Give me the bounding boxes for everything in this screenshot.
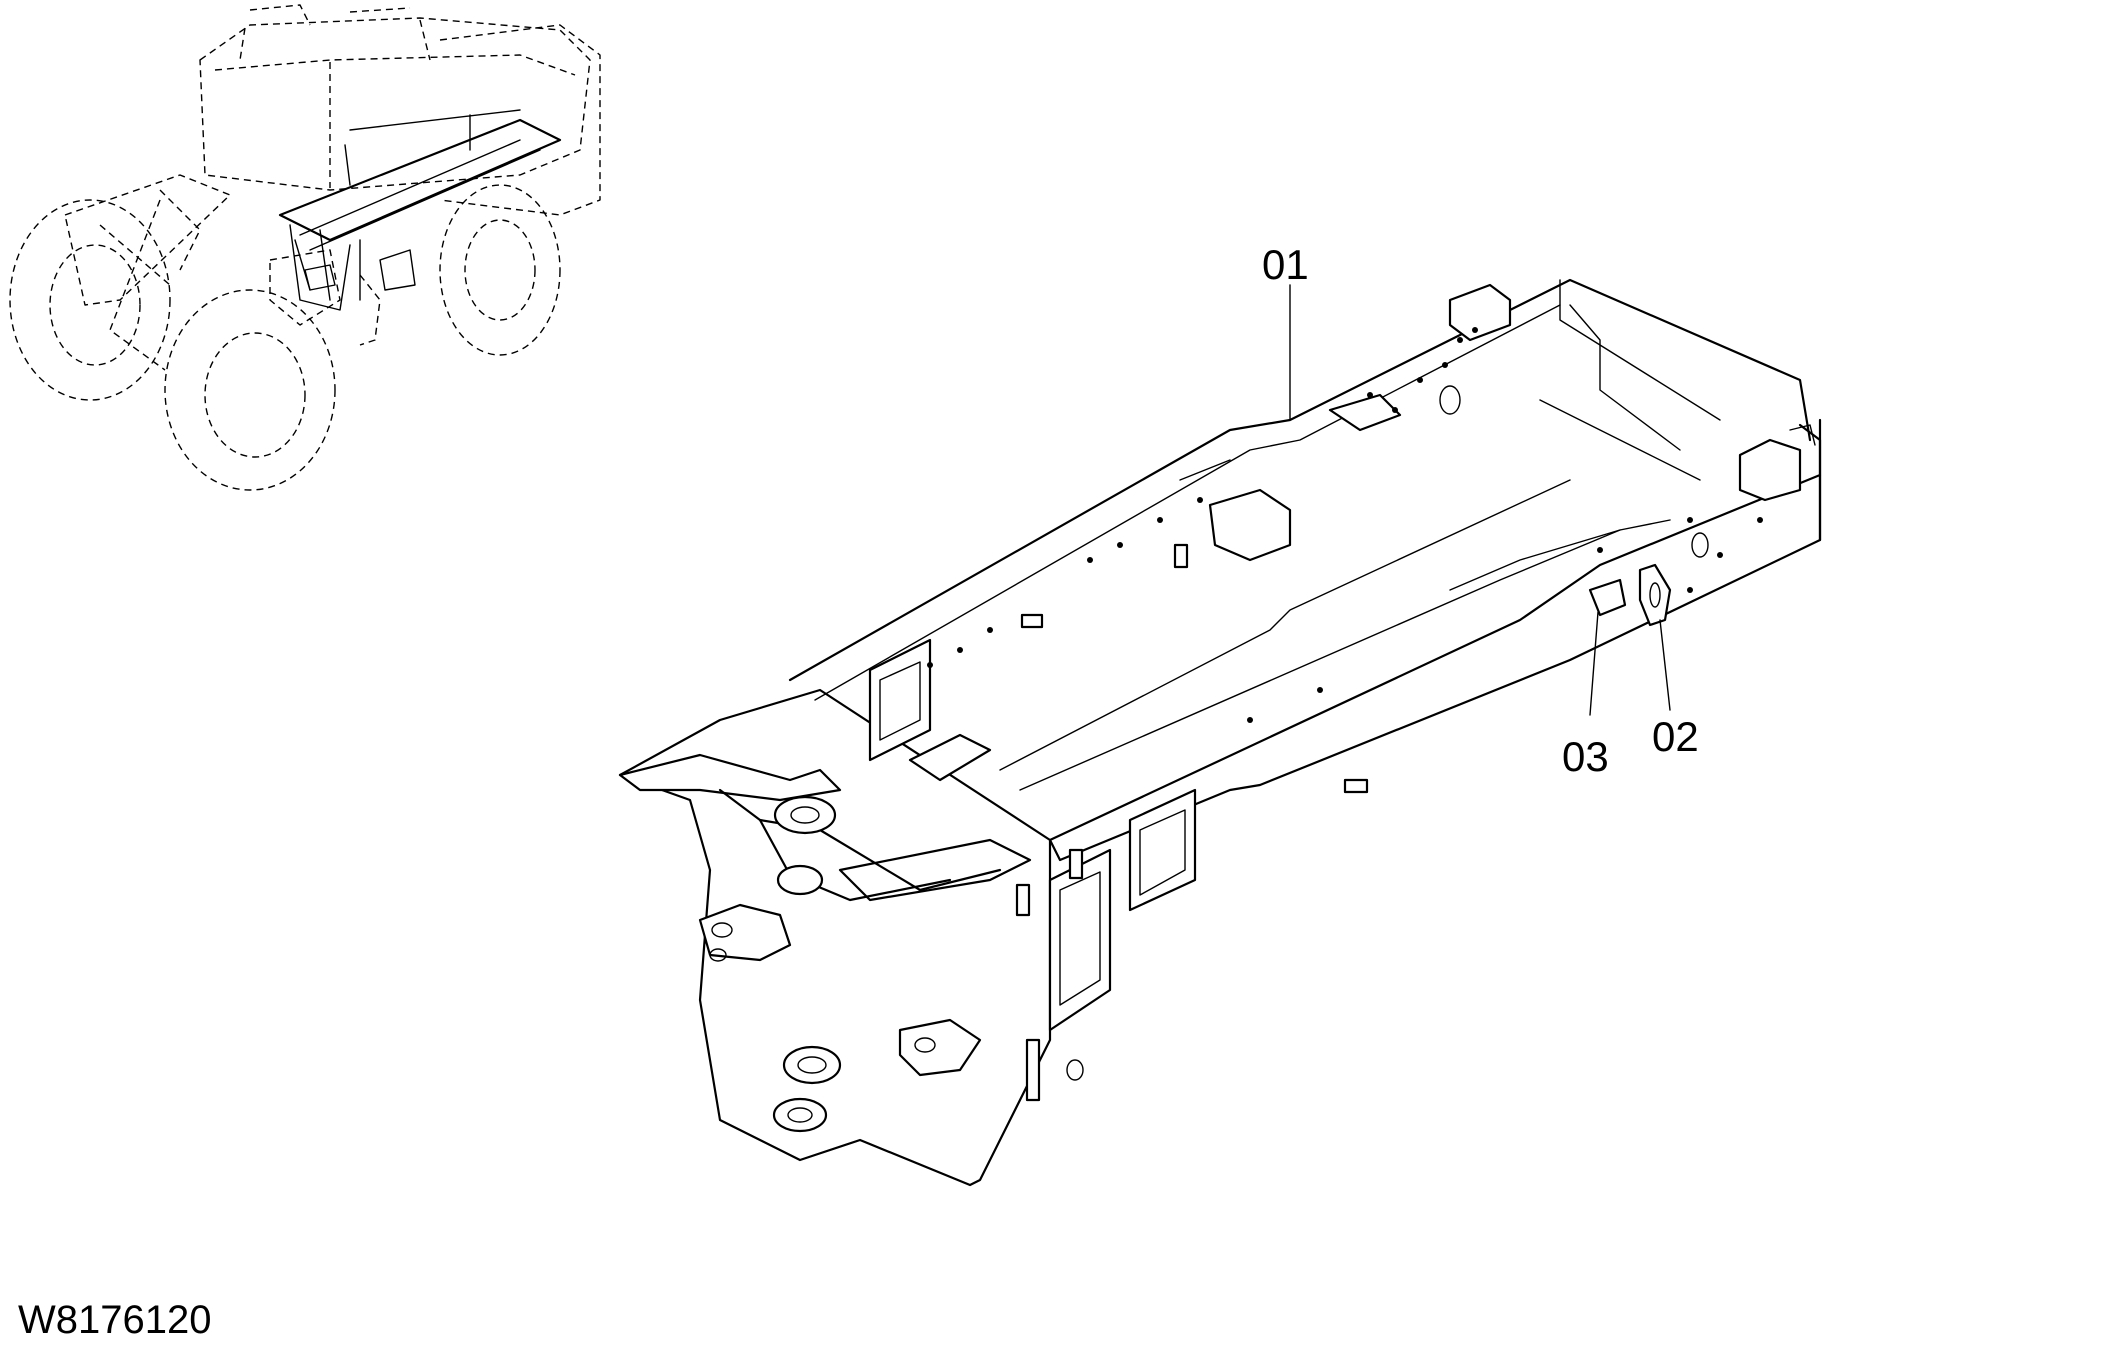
callout-01: 01 xyxy=(1262,241,1309,288)
leader-line-03 xyxy=(1589,611,1599,716)
leader-line-02 xyxy=(1659,619,1671,711)
callout-03: 03 xyxy=(1562,733,1609,780)
drawing-id-label: W8176120 xyxy=(18,1298,212,1342)
bolt-holes xyxy=(927,327,1763,1081)
main-frame-illustration xyxy=(618,278,1822,1187)
callout-02: 02 xyxy=(1652,713,1699,760)
overview-loader-illustration xyxy=(9,4,601,491)
